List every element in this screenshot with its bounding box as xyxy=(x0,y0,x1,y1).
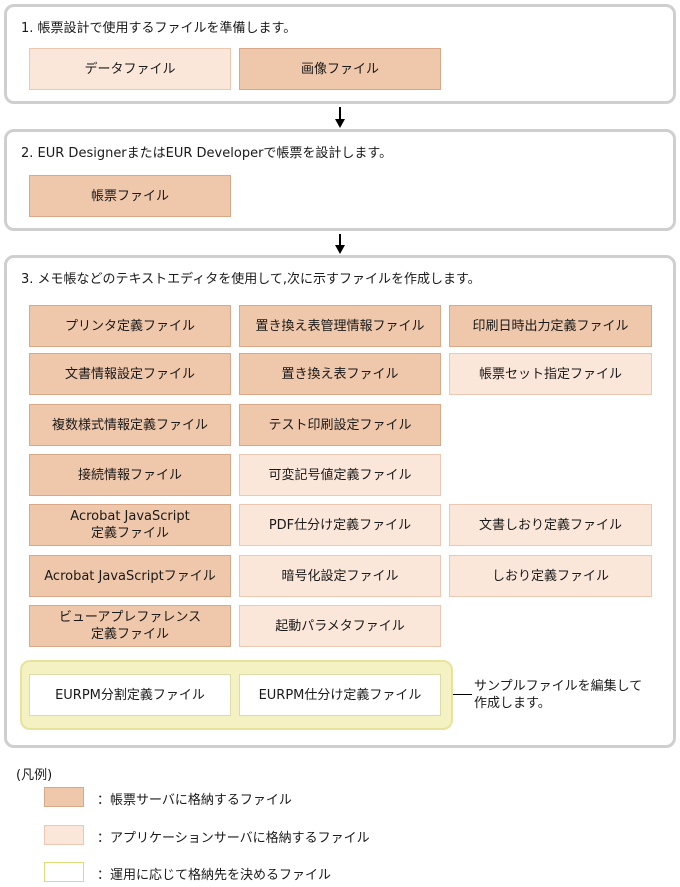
legend-text-server: ：帳票サーバに格納するファイル xyxy=(97,793,292,808)
note-connector xyxy=(453,694,472,695)
document-info-settings-file-box: 文書情報設定ファイル xyxy=(29,353,231,395)
step1-title: 1. 帳票設計で使用するファイルを準備します。 xyxy=(21,21,297,36)
legend-text-flexible: ：運用に応じて格納先を決めるファイル xyxy=(97,868,332,883)
legend-swatch-server xyxy=(44,787,84,807)
image-file-box: 画像ファイル xyxy=(239,48,441,90)
printer-definition-file-box: プリンタ定義ファイル xyxy=(29,305,231,347)
sample-file-note: サンプルファイルを編集して 作成します。 xyxy=(474,679,643,711)
test-print-settings-file-box: テスト印刷設定ファイル xyxy=(239,404,441,446)
replacement-table-management-file-box: 置き換え表管理情報ファイル xyxy=(239,305,441,347)
variable-symbol-value-definition-file-box: 可変記号値定義ファイル xyxy=(239,454,441,496)
eurpm-split-definition-file-box: EURPM分割定義ファイル xyxy=(29,674,231,716)
bookmark-definition-file-box: しおり定義ファイル xyxy=(449,555,652,597)
arrow-1-head xyxy=(335,119,345,128)
step2-title: 2. EUR DesignerまたはEUR Developerで帳票を設計します… xyxy=(21,146,393,161)
viewer-preference-definition-file-box: ビューアプレファレンス 定義ファイル xyxy=(29,605,231,647)
data-file-box: データファイル xyxy=(29,48,231,90)
legend-swatch-flexible xyxy=(44,862,84,882)
encryption-settings-file-box: 暗号化設定ファイル xyxy=(239,555,441,597)
acrobat-javascript-file-box: Acrobat JavaScriptファイル xyxy=(29,555,231,597)
legend-title: (凡例) xyxy=(16,768,53,783)
connection-info-file-box: 接続情報ファイル xyxy=(29,454,231,496)
pdf-sorting-definition-file-box: PDF仕分け定義ファイル xyxy=(239,504,441,546)
acrobat-javascript-definition-file-box: Acrobat JavaScript 定義ファイル xyxy=(29,504,231,546)
form-set-specification-file-box: 帳票セット指定ファイル xyxy=(449,353,652,395)
replacement-table-file-box: 置き換え表ファイル xyxy=(239,353,441,395)
eurpm-sorting-definition-file-box: EURPM仕分け定義ファイル xyxy=(239,674,441,716)
step3-title: 3. メモ帳などのテキストエディタを使用して,次に示すファイルを作成します。 xyxy=(21,272,481,287)
arrow-2-line xyxy=(339,234,341,245)
arrow-2-head xyxy=(335,245,345,254)
form-file-box: 帳票ファイル xyxy=(29,175,231,217)
legend-swatch-app-server xyxy=(44,825,84,845)
document-bookmark-definition-file-box: 文書しおり定義ファイル xyxy=(449,504,652,546)
arrow-1-line xyxy=(339,107,341,119)
legend-text-app-server: ：アプリケーションサーバに格納するファイル xyxy=(97,831,370,846)
print-datetime-output-definition-file-box: 印刷日時出力定義ファイル xyxy=(449,305,652,347)
multiple-format-info-definition-file-box: 複数様式情報定義ファイル xyxy=(29,404,231,446)
startup-parameter-file-box: 起動パラメタファイル xyxy=(239,605,441,647)
